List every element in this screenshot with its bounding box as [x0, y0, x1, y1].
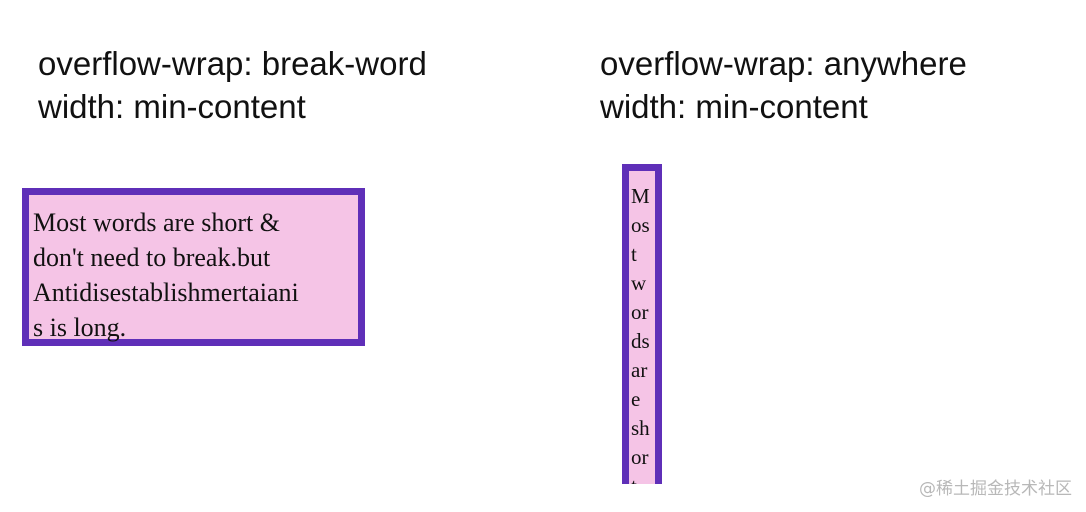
anywhere-demo-clip: M os t w or ds ar e sh or t [622, 164, 662, 484]
box-text-fragment: or [631, 300, 649, 324]
box-text-fragment: e [631, 387, 641, 411]
box-text-line: Antidisestablishmertaiani [33, 278, 299, 307]
heading-line-width: width: min-content [600, 88, 868, 125]
box-text-fragment: or [631, 445, 649, 469]
box-text-line: Most words are short & [33, 208, 280, 237]
box-text-line: don't need to break.but [33, 243, 271, 272]
box-text-fragment: t [631, 242, 637, 266]
break-word-demo-box: Most words are short & don't need to bre… [22, 188, 365, 346]
box-text-fragment: ar [631, 358, 648, 382]
box-text-fragment: sh [631, 416, 650, 440]
heading-line-property: overflow-wrap: anywhere [600, 45, 967, 82]
watermark: @稀土掘金技术社区 [919, 479, 1072, 499]
box-text-fragment: os [631, 213, 650, 237]
box-text-fragment: t [631, 472, 653, 484]
box-text-fragment: M [631, 184, 650, 208]
anywhere-heading: overflow-wrap: anywhere width: min-conte… [600, 42, 967, 128]
box-text-fragment: ds [631, 329, 650, 353]
break-word-heading: overflow-wrap: break-word width: min-con… [38, 42, 427, 128]
heading-line-property: overflow-wrap: break-word [38, 45, 427, 82]
heading-line-width: width: min-content [38, 88, 306, 125]
box-text-fragment: w [631, 271, 647, 295]
box-text-line: s is long. [33, 313, 127, 342]
anywhere-demo-box: M os t w or ds ar e sh or t [622, 164, 662, 484]
